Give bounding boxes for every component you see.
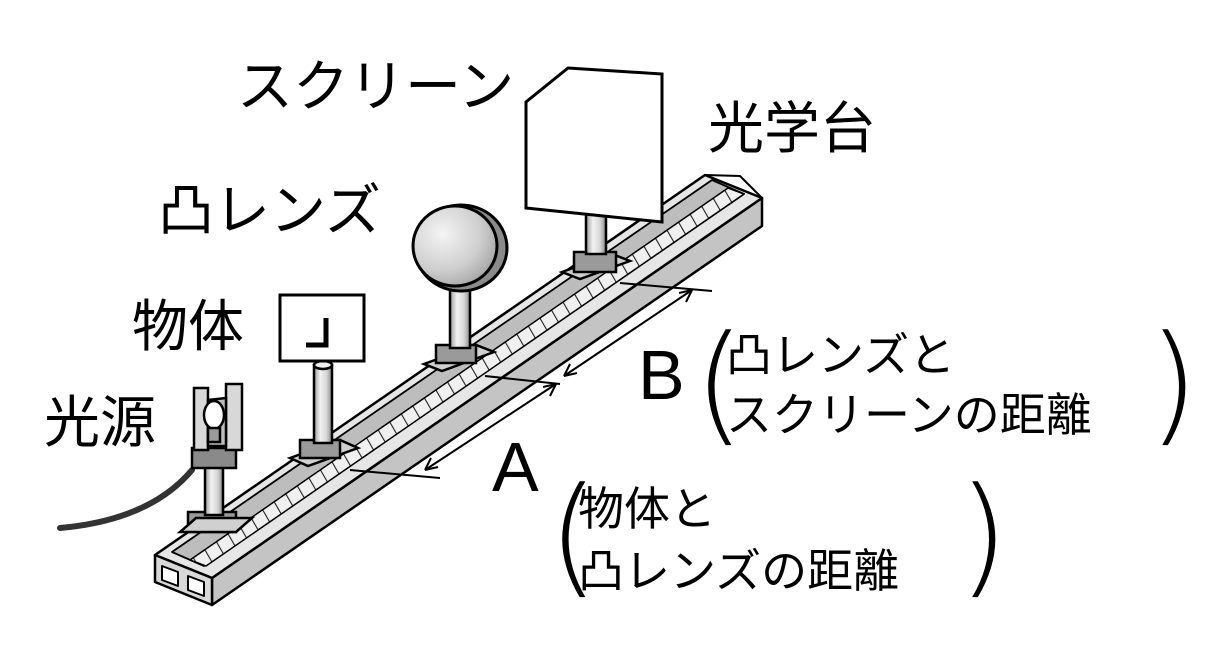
- distance-a-line1: 物体と: [578, 482, 716, 536]
- distance-b-line2: スクリーンの距離: [726, 388, 1092, 442]
- distance-b-open-paren: (: [694, 307, 745, 459]
- object-label: 物体: [132, 295, 244, 360]
- distance-a-letter: A: [492, 428, 539, 506]
- distance-a-close-paren: ): [958, 459, 1009, 611]
- light-source-holder: [176, 382, 256, 534]
- optical-bench-label: 光学台: [708, 97, 876, 162]
- distance-a-marker: [349, 375, 561, 479]
- distance-b-marker: [563, 282, 713, 377]
- screen-holder: [558, 203, 634, 281]
- distance-b-close-paren: ): [1148, 307, 1199, 459]
- object-holder: [286, 359, 362, 468]
- distance-b-letter: B: [638, 336, 685, 414]
- distance-a-line2: 凸レンズの距離: [578, 544, 900, 598]
- optical-bench-rail: [153, 173, 764, 607]
- screen-plate: [524, 66, 664, 224]
- distance-a-open-paren: (: [548, 459, 599, 611]
- object-plate: [278, 293, 366, 363]
- light-source-label: 光源: [44, 391, 156, 456]
- convex-lens: [411, 203, 509, 293]
- power-cord: [57, 467, 195, 531]
- screen-label: スクリーン: [237, 55, 515, 120]
- distance-b-line1: 凸レンズと: [726, 328, 956, 382]
- lens-holder: [420, 280, 498, 373]
- convex-lens-label: 凸レンズ: [158, 179, 381, 244]
